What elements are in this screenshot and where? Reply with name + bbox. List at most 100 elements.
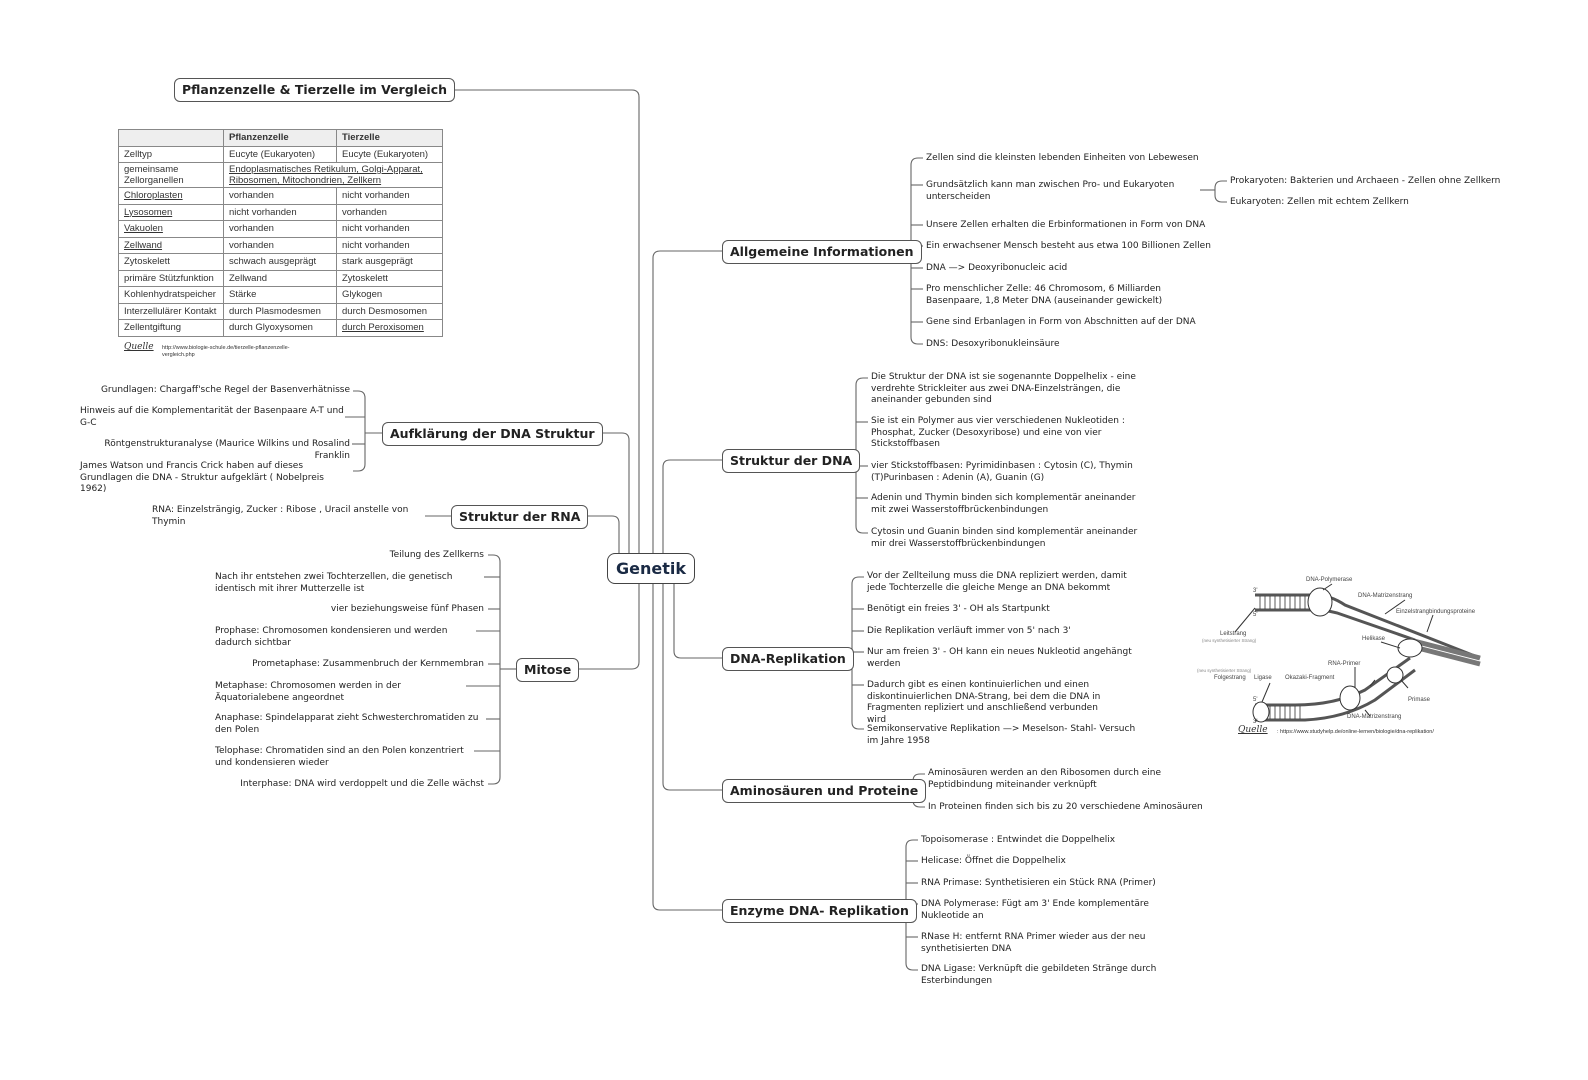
table-header-cell: Tierzelle [336, 129, 443, 147]
node-struktur-dna[interactable]: Struktur der DNA [722, 449, 861, 473]
leaf-item: James Watson und Francis Crick haben auf… [80, 461, 324, 494]
table-cell: nicht vorhanden [223, 203, 337, 221]
leaf-item: Gene sind Erbanlagen in Form von Abschni… [926, 317, 1196, 327]
leaf-item: Topoisomerase : Entwindet die Doppelheli… [921, 835, 1116, 845]
comparison-table: Pflanzenzelle Tierzelle Zelltyp Eucyte (… [118, 129, 443, 337]
table-cell: Kohlenhydratspeicher [118, 286, 224, 304]
leaf-item: Zellen sind die kleinsten lebenden Einhe… [926, 153, 1199, 163]
table-row: Interzellulärer Kontakt durch Plasmodesm… [118, 302, 443, 320]
table-row: Zellentgiftung durch Glyoxysomen durch P… [118, 319, 443, 337]
table-cell: durch Glyoxysomen [223, 319, 337, 337]
leaf-item: Adenin und Thymin binden sich komplement… [871, 493, 1136, 515]
table-row: Zelltyp Eucyte (Eukaryoten) Eucyte (Euka… [118, 145, 443, 163]
table-row: Chloroplasten vorhanden nicht vorhanden [118, 187, 443, 205]
table-cell: vorhanden [336, 203, 443, 221]
diagram-label: 5' [1253, 612, 1258, 618]
leaf-item: RNA: Einzelsträngig, Zucker : Ribose , U… [152, 505, 409, 527]
table-header-cell: Pflanzenzelle [223, 129, 337, 147]
leaf-item: DNA Ligase: Verknüpft die gebildeten Str… [921, 964, 1157, 986]
table-row: gemeinsame Zellorganellen Endoplasmatisc… [118, 162, 443, 188]
leaf-item: Hinweis auf die Komplementarität der Bas… [80, 406, 344, 428]
table-cell: gemeinsame Zellorganellen [118, 162, 224, 188]
table-row: Zytoskelett schwach ausgeprägt stark aus… [118, 253, 443, 271]
table-cell: Endoplasmatisches Retikulum, Golgi-Appar… [223, 162, 443, 188]
table-cell: primäre Stützfunktion [118, 269, 224, 287]
leaf-item: Nach ihr entstehen zwei Tochterzellen, d… [215, 572, 453, 594]
table-cell: vorhanden [223, 220, 337, 238]
node-dna-aufklaerung[interactable]: Aufklärung der DNA Struktur [382, 422, 603, 446]
diagram-label: Folgestrang [1214, 675, 1246, 681]
node-rna[interactable]: Struktur der RNA [451, 505, 589, 529]
leaf-item: DNA Polymerase: Fügt am 3' Ende kompleme… [921, 899, 1149, 921]
leaf-item: Metaphase: Chromosomen werden in der Äqu… [215, 681, 402, 703]
leaf-item: vier beziehungsweise fünf Phasen [330, 604, 484, 614]
diagram-label: Primase [1408, 697, 1431, 703]
node-replikation[interactable]: DNA-Replikation [722, 647, 854, 671]
table-cell: Zytoskelett [118, 253, 224, 271]
diagram-label: 3' [1253, 588, 1258, 594]
node-enzyme[interactable]: Enzyme DNA- Replikation [722, 899, 917, 923]
node-vergleich[interactable]: Pflanzenzelle & Tierzelle im Vergleich [174, 78, 456, 102]
source-url-link[interactable]: : https://www.studyhelp.de/online-lernen… [1277, 729, 1434, 735]
table-cell: Zellentgiftung [118, 319, 224, 337]
leaf-item: Prometaphase: Zusammenbruch der Kernmemb… [252, 659, 484, 669]
leaf-item: Nur am freien 3' - OH kann ein neues Nuk… [867, 647, 1132, 669]
diagram-label: DNA-Matrizenstrang [1347, 714, 1402, 720]
table-row: Zellwand vorhanden nicht vorhanden [118, 236, 443, 254]
leaf-item: Grundsätzlich kann man zwischen Pro- und… [926, 180, 1175, 202]
leaf-item: Unsere Zellen erhalten die Erbinformatio… [926, 220, 1206, 230]
table-row: Vakuolen vorhanden nicht vorhanden [118, 220, 443, 238]
diagram-label: (neu synthetisierter Strang) [1202, 638, 1257, 643]
table-row: Lysosomen nicht vorhanden vorhanden [118, 203, 443, 221]
leaf-item: Interphase: DNA wird verdoppelt und die … [240, 779, 484, 789]
leaf-item: Cytosin und Guanin binden sind komplemen… [871, 527, 1138, 549]
node-allgemein[interactable]: Allgemeine Informationen [722, 240, 922, 264]
leaf-item: Benötigt ein freies 3' - OH als Startpun… [867, 604, 1050, 614]
node-mitose[interactable]: Mitose [516, 658, 580, 682]
table-cell: nicht vorhanden [336, 220, 443, 238]
source-url-link[interactable]: http://www.biologie-schule.de/tierzelle-… [162, 345, 290, 358]
diagram-label: 3' [1253, 719, 1258, 725]
diagram-label: Ligase [1254, 675, 1272, 681]
table-row: primäre Stützfunktion Zellwand Zytoskele… [118, 269, 443, 287]
node-aminosaeuren[interactable]: Aminosäuren und Proteine [722, 779, 927, 803]
table-cell: Zellwand [223, 269, 337, 287]
table-cell: Eucyte (Eukaryoten) [223, 145, 337, 163]
diagram-label: (neu synthetisierter Strang) [1197, 668, 1252, 673]
source-label: Quelle [124, 342, 154, 352]
table-cell: Zelltyp [118, 145, 224, 163]
diagram-label: DNA-Polymerase [1306, 577, 1353, 583]
table-cell: Interzellulärer Kontakt [118, 302, 224, 320]
leaf-item: Ein erwachsener Mensch besteht aus etwa … [926, 241, 1211, 251]
table-cell: nicht vorhanden [336, 187, 443, 205]
replication-fork-diagram [1234, 583, 1481, 723]
source-label: Quelle [1238, 725, 1268, 735]
leaf-item: DNA —> Deoxyribonucleic acid [926, 263, 1068, 273]
central-node-genetik[interactable]: Genetik [607, 553, 695, 584]
table-cell: durch Peroxisomen [336, 319, 443, 337]
diagram-label: Leitstrang [1220, 631, 1247, 637]
leaf-item: Teilung des Zellkerns [389, 550, 484, 560]
leaf-item: Anaphase: Spindelapparat zieht Schwester… [215, 713, 479, 735]
diagram-label: Helikase [1362, 636, 1386, 642]
leaf-item: vier Stickstoffbasen: Pyrimidinbasen : C… [871, 461, 1133, 483]
table-header-row: Pflanzenzelle Tierzelle [118, 129, 443, 147]
table-cell: nicht vorhanden [336, 236, 443, 254]
diagram-label: 5' [1253, 697, 1258, 703]
leaf-item: Die Replikation verläuft immer von 5' na… [867, 626, 1071, 636]
diagram-label: RNA-Primer [1328, 661, 1361, 667]
leaf-item: Pro menschlicher Zelle: 46 Chromosom, 6 … [926, 284, 1163, 306]
table-cell: Lysosomen [118, 203, 224, 221]
diagram-label: Okazaki-Fragment [1285, 675, 1335, 681]
leaf-item: Röntgenstrukturanalyse (Maurice Wilkins … [104, 439, 350, 461]
leaf-item: Grundlagen: Chargaff'sche Regel der Base… [100, 385, 350, 395]
leaf-item: Semikonservative Replikation —> Meselson… [867, 724, 1136, 746]
leaf-item: Telophase: Chromatiden sind an den Polen… [215, 746, 464, 768]
leaf-item: Eukaryoten: Zellen mit echtem Zellkern [1230, 197, 1409, 207]
table-cell: durch Desmosomen [336, 302, 443, 320]
leaf-item: RNA Primase: Synthetisieren ein Stück RN… [921, 878, 1156, 888]
diagram-label: Einzelstrangbindungsproteine [1396, 609, 1476, 615]
leaf-item: Prophase: Chromosomen kondensieren und w… [215, 626, 448, 648]
table-cell: stark ausgeprägt [336, 253, 443, 271]
leaf-item: Vor der Zellteilung muss die DNA replizi… [867, 571, 1127, 593]
